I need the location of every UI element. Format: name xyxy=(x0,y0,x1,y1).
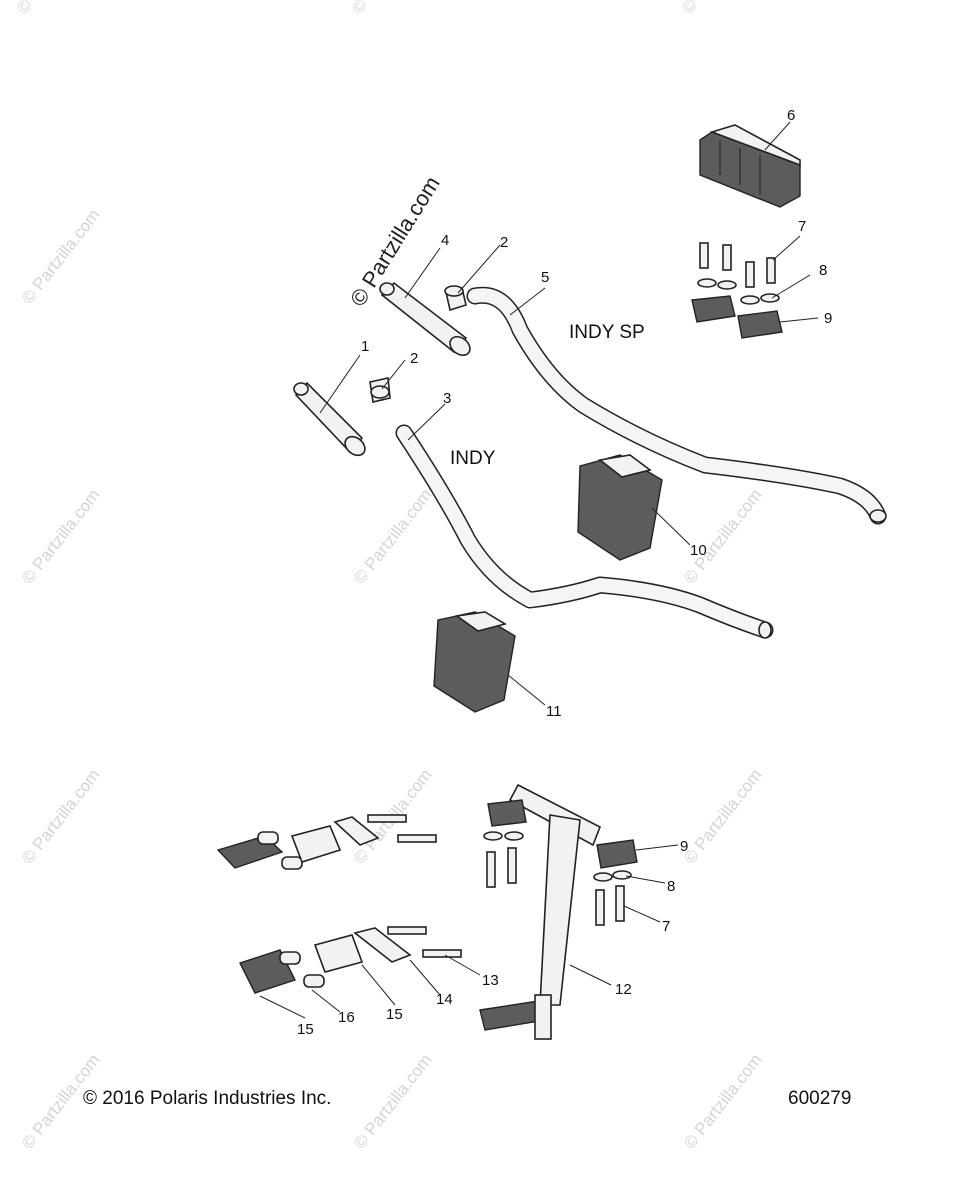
watermark: © Partzilla.com xyxy=(13,0,99,17)
part-3-handlebar-indy xyxy=(395,424,774,639)
callout-15: 15 xyxy=(297,1021,314,1038)
part-9-clamps-upper xyxy=(691,295,783,339)
callout-9: 9 xyxy=(824,310,832,327)
watermark: © Partzilla.com xyxy=(18,765,104,867)
part-7-bolts-upper xyxy=(699,242,776,288)
callout-11: 11 xyxy=(546,703,562,720)
part-1-grip-sleeve xyxy=(293,381,366,457)
watermark: © Partzilla.com xyxy=(18,485,104,587)
callout-9: 9 xyxy=(680,838,688,855)
linkage-upper xyxy=(216,814,437,870)
callout-2: 2 xyxy=(500,234,508,251)
callout-8: 8 xyxy=(819,262,827,279)
part-2-bushing-lower xyxy=(369,377,391,403)
watermark: © Partzilla.com xyxy=(350,485,436,587)
part-4-grip-sleeve xyxy=(379,281,471,357)
watermark: © Partzilla.com xyxy=(350,1050,436,1152)
part-5-handlebar-indy-sp xyxy=(466,286,887,525)
watermark: © Partzilla.com xyxy=(678,0,764,17)
diagram-number: 600279 xyxy=(788,1088,851,1109)
callout-3: 3 xyxy=(443,390,451,407)
leader-lines xyxy=(259,121,819,1019)
watermark-layer: © Partzilla.com © Partzilla.com © Partzi… xyxy=(13,0,766,1152)
callout-1: 1 xyxy=(361,338,369,355)
callout-13: 13 xyxy=(482,972,499,989)
part-12-steering-post xyxy=(479,783,602,1040)
callout-10: 10 xyxy=(690,542,707,559)
variant-label-indy: INDY xyxy=(450,448,496,469)
callout-12: 12 xyxy=(615,981,632,998)
callout-4: 4 xyxy=(441,232,449,249)
part-9-clamp-lower-right xyxy=(596,839,638,869)
watermark: © Partzilla.com xyxy=(680,765,766,867)
part-10-riser-block xyxy=(577,454,663,561)
callout-7: 7 xyxy=(662,918,670,935)
callout-6: 6 xyxy=(787,107,795,124)
copyright-text: © 2016 Polaris Industries Inc. xyxy=(83,1088,331,1109)
watermark: © Partzilla.com xyxy=(680,1050,766,1152)
callouts: 1 2 2 3 4 5 6 7 8 9 10 11 9 8 7 12 13 14… xyxy=(297,107,832,1038)
callout-16: 16 xyxy=(338,1009,355,1026)
linkage-lower xyxy=(239,926,462,994)
part-8-washers-lower xyxy=(483,831,632,882)
part-11-riser-block xyxy=(433,611,516,713)
part-6-handlebar-pad xyxy=(699,124,801,208)
watermark: © Partzilla.com xyxy=(680,485,766,587)
callout-15: 15 xyxy=(386,1006,403,1023)
part-7-bolts-lower xyxy=(486,847,625,926)
variant-label-indy-sp: INDY SP xyxy=(569,322,645,343)
callout-5: 5 xyxy=(541,269,549,286)
callout-8: 8 xyxy=(667,878,675,895)
watermark: © Partzilla.com xyxy=(18,205,104,307)
part-9-clamp-lower-left xyxy=(487,799,527,827)
part-2-bushing-upper xyxy=(444,285,467,312)
callout-2: 2 xyxy=(410,350,418,367)
callout-7: 7 xyxy=(798,218,806,235)
callout-14: 14 xyxy=(436,991,453,1008)
watermark: © Partzilla.com xyxy=(348,0,434,17)
